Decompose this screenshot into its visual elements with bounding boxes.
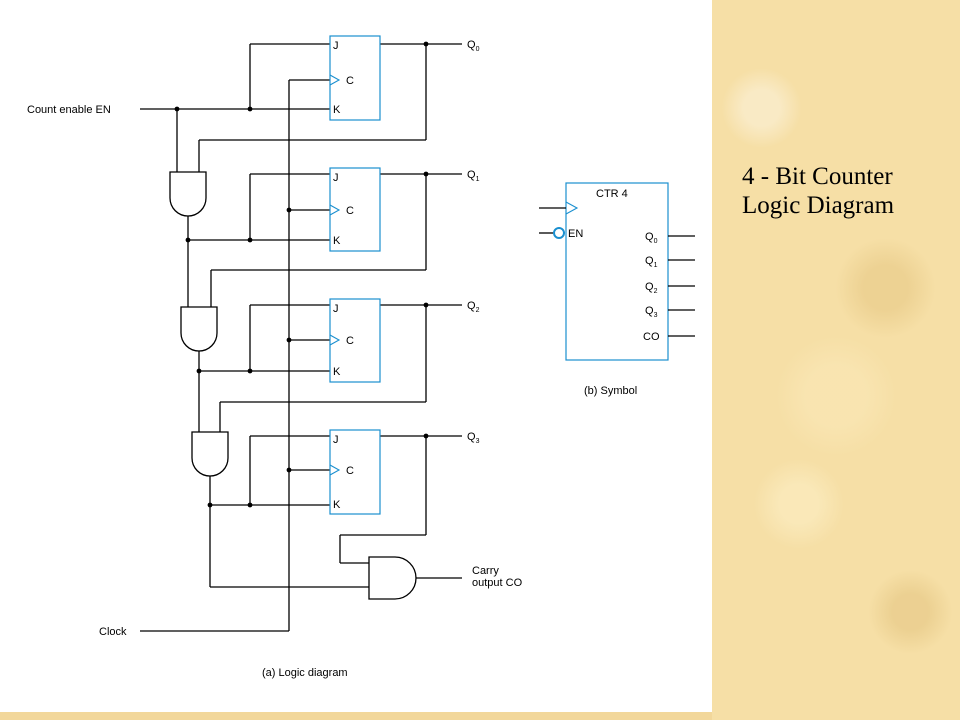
ctr4-q0-label: Q0 xyxy=(645,231,658,245)
ff0-k-label: K xyxy=(333,104,341,116)
q3-output-label: Q3 xyxy=(467,431,480,445)
counter-diagram: J C K J C K J C K J C xyxy=(27,35,695,679)
q3-wiring xyxy=(339,433,462,564)
ff0-c-label: C xyxy=(346,75,354,87)
flip-flop-2: J C K xyxy=(329,298,381,383)
slide-title-line2: Logic Diagram xyxy=(742,192,895,219)
ff1-k-label: K xyxy=(333,235,341,247)
clock-label: Clock xyxy=(99,626,127,638)
and-gate-2 xyxy=(180,306,218,352)
enable-wiring xyxy=(140,43,330,172)
q2-output-label: Q2 xyxy=(467,300,480,314)
q1-wiring xyxy=(210,171,462,307)
flip-flop-0: J C K xyxy=(329,35,381,121)
carry-and-gate xyxy=(368,556,462,600)
ctr4-enable-label: EN xyxy=(568,228,583,240)
q1-output-label: Q1 xyxy=(467,169,480,183)
ff1-c-label: C xyxy=(346,205,354,217)
flip-flop-1: J C K xyxy=(329,167,381,252)
stage1-wiring xyxy=(185,173,330,307)
ctr4-q1-label: Q1 xyxy=(645,255,658,269)
ctr4-q3-label: Q3 xyxy=(645,305,658,319)
parchment-bottom-strip xyxy=(0,712,712,720)
slide-title: 4 - Bit Counter Logic Diagram xyxy=(742,162,952,220)
stage3-wiring xyxy=(207,435,369,588)
diagram-panel: J C K J C K J C K J C xyxy=(27,35,695,679)
slide-title-line1: 4 - Bit Counter xyxy=(742,163,893,190)
ff2-k-label: K xyxy=(333,366,341,378)
symbol-caption: (b) Symbol xyxy=(584,385,637,397)
parchment-panel xyxy=(712,0,960,720)
ctr4-co-label: CO xyxy=(643,331,660,343)
q0-wiring xyxy=(198,41,462,172)
ctr4-name: CTR 4 xyxy=(596,188,628,200)
enable-bubble xyxy=(553,227,565,239)
q2-wiring xyxy=(219,302,462,432)
ff2-c-label: C xyxy=(346,335,354,347)
logic-diagram-caption: (a) Logic diagram xyxy=(262,667,348,679)
q0-output-label: Q0 xyxy=(467,39,480,53)
stage2-wiring xyxy=(196,304,330,432)
ff3-c-label: C xyxy=(346,465,354,477)
ff3-j-label: J xyxy=(333,434,339,446)
ff2-j-label: J xyxy=(333,303,339,315)
carry-label-line2: output CO xyxy=(472,577,523,589)
carry-label-line1: Carry xyxy=(472,565,499,577)
and-gate-1 xyxy=(169,171,207,217)
count-enable-label: Count enable EN xyxy=(27,104,111,116)
flip-flop-3: J C K xyxy=(329,429,381,515)
ff1-j-label: J xyxy=(333,172,339,184)
ctr4-q2-label: Q2 xyxy=(645,281,658,295)
ff0-j-label: J xyxy=(333,40,339,52)
ctr4-symbol: CTR 4 EN Q0 Q1 Q2 Q3 CO xyxy=(539,182,695,361)
ff3-k-label: K xyxy=(333,499,341,511)
and-gate-3 xyxy=(191,431,229,477)
clock-wiring xyxy=(140,79,330,632)
